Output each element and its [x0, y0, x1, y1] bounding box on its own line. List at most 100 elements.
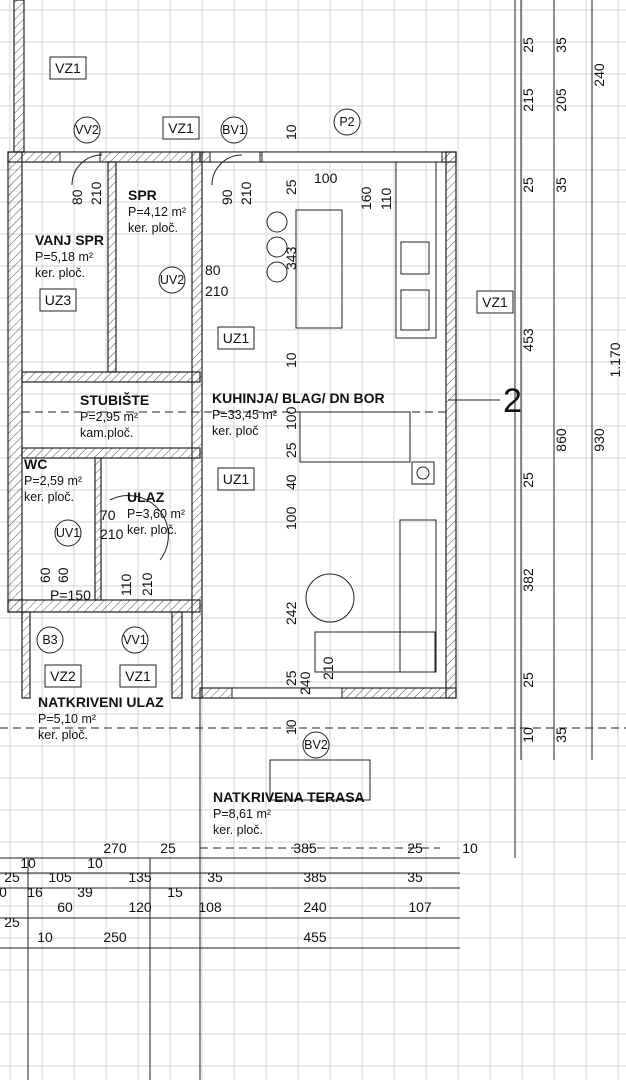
dimension-label: 930 — [591, 428, 607, 452]
room-area: P=2,59 m² — [24, 474, 82, 488]
room-area: P=8,61 m² — [213, 807, 271, 821]
marker-label: UV1 — [56, 526, 80, 540]
dimension-label: 90 — [219, 189, 235, 205]
marker-circle — [220, 116, 248, 144]
marker-circle — [73, 116, 101, 144]
dimension-label: 25 — [407, 840, 423, 856]
marker-label: B3 — [42, 633, 57, 647]
dimension-label: 10 — [283, 124, 299, 140]
dimension-label: 270 — [103, 840, 127, 856]
tag-box — [162, 116, 200, 140]
dimension-label: 107 — [408, 899, 432, 915]
dimensions: 25215254532538225103520535860352409301.1… — [0, 0, 623, 949]
dimension-label: 210 — [320, 656, 336, 680]
dimension-label: 25 — [520, 472, 536, 488]
marker-label: BV1 — [222, 123, 246, 137]
dimension-label: 382 — [520, 568, 536, 592]
dimension-label: 0 — [0, 884, 7, 900]
room-floor: ker. ploč — [212, 424, 259, 438]
room-area: P=5,18 m² — [35, 250, 93, 264]
dimension-label: 455 — [303, 929, 327, 945]
tag-label: UZ1 — [223, 330, 250, 346]
dimension-label: 35 — [553, 727, 569, 743]
room-name: NATKRIVENI ULAZ — [38, 694, 164, 710]
walls — [7, 0, 457, 699]
dimension-label: 25 — [283, 670, 299, 686]
dimension-label: 120 — [128, 899, 152, 915]
dimension-label: 210 — [100, 526, 124, 542]
dimension-label: 240 — [591, 63, 607, 87]
room-name: ULAZ — [127, 489, 165, 505]
dimension-label: 860 — [553, 428, 569, 452]
marker-circle — [121, 626, 149, 654]
dimension-label: 10 — [283, 352, 299, 368]
room-area: P=4,12 m² — [128, 205, 186, 219]
dimension-label: 35 — [407, 869, 423, 885]
tag-label: UZ3 — [45, 292, 72, 308]
marker-circle — [36, 626, 64, 654]
marker-circle — [333, 108, 361, 136]
tag-box — [217, 467, 255, 491]
room-name: VANJ SPR — [35, 232, 104, 248]
dimension-label: 1.170 — [607, 342, 623, 377]
dimension-label: 240 — [297, 671, 313, 695]
dimension-label: 15 — [167, 884, 183, 900]
tag-label: VZ2 — [50, 668, 76, 684]
marker-label: BV2 — [304, 738, 328, 752]
room-name: KUHINJA/ BLAG/ DN BOR — [212, 390, 385, 406]
room-name: STUBIŠTE — [80, 391, 149, 408]
dimension-label: 215 — [520, 88, 536, 112]
dimension-label: 25 — [520, 177, 536, 193]
room-area: P=3,60 m² — [127, 507, 185, 521]
dimension-label: 10 — [87, 855, 103, 871]
dimension-label: 100 — [283, 506, 299, 530]
tag-label: VZ1 — [125, 668, 151, 684]
dimension-label: 25 — [160, 840, 176, 856]
dimension-label: 135 — [128, 869, 152, 885]
dimension-label: 110 — [378, 187, 394, 210]
dimension-label: 385 — [303, 869, 327, 885]
room-name: WC — [24, 456, 47, 472]
dimension-label: 40 — [283, 474, 299, 490]
dimension-label: 210 — [88, 181, 104, 205]
room-floor: ker. ploč. — [127, 523, 177, 537]
dimension-label: 25 — [283, 442, 299, 458]
dimension-label: 100 — [283, 406, 299, 430]
dimension-label: 80 — [69, 189, 85, 205]
dimension-label: 160 — [358, 186, 374, 210]
dimension-label: 10 — [520, 727, 536, 743]
dimension-label: 25 — [283, 179, 299, 195]
dimension-label: 108 — [198, 899, 222, 915]
dimension-label: 10 — [20, 855, 36, 871]
tag-box — [217, 326, 255, 350]
dimension-label: 25 — [520, 672, 536, 688]
dimension-label: 60 — [55, 567, 71, 583]
tag-box — [39, 288, 77, 312]
dimension-label: 10 — [283, 719, 299, 735]
room-floor: ker. ploč. — [213, 823, 263, 837]
tag-label: VZ1 — [482, 294, 508, 310]
tag-box — [49, 56, 87, 80]
dimension-label: 25 — [4, 869, 20, 885]
dimension-label: 35 — [207, 869, 223, 885]
dimension-label: 205 — [553, 88, 569, 112]
dimension-label: 70 — [100, 507, 116, 523]
dimension-label: 210 — [139, 572, 155, 596]
dimension-label: 35 — [553, 177, 569, 193]
marker-circle — [54, 519, 82, 547]
dimension-label: 110 — [118, 573, 134, 596]
dimension-label: 385 — [293, 840, 317, 856]
marker-label: P2 — [339, 115, 354, 129]
tag-box — [476, 290, 514, 314]
room-floor: ker. ploč. — [35, 266, 85, 280]
tag-box — [44, 664, 82, 688]
dimension-label: P=150 — [50, 587, 91, 603]
room-floor: ker. ploč. — [128, 221, 178, 235]
dimension-label: 210 — [205, 283, 229, 299]
dimension-label: 105 — [48, 869, 72, 885]
marker-circle — [158, 266, 186, 294]
